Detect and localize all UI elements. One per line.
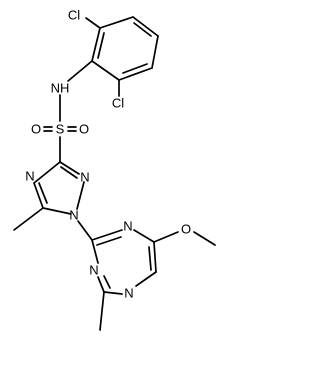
triazine-bond (135, 271, 157, 287)
ring-double-bond (97, 32, 105, 59)
oxygen-label-left: O (31, 122, 41, 137)
triazole-double-bond (38, 182, 48, 204)
triazole-double-bond (60, 166, 78, 179)
triazine-bond (97, 276, 105, 293)
ring-bond (91, 27, 101, 62)
triazole-bond (33, 161, 61, 184)
ring-bond (132, 16, 159, 37)
o-methyl-bond (193, 231, 216, 246)
triazine-n-label: N (124, 286, 133, 301)
triazine-double-bond (148, 246, 152, 271)
bond-lines (13, 16, 216, 331)
atom-labels: Cl Cl NH S O O N N N N N N O (25, 8, 191, 301)
methyl-bond (13, 207, 44, 231)
triazine-double-bond (103, 275, 111, 289)
triazine-bond (91, 239, 99, 264)
ring-double-bond (122, 63, 148, 74)
triazole-n-label: N (25, 169, 34, 184)
triazine-n-label: N (89, 263, 98, 278)
triazine-n-label: N (123, 219, 132, 234)
c-o-bond (153, 231, 179, 243)
methyl-bond (99, 291, 105, 331)
n-c-bond (77, 220, 93, 241)
triazine-bond (103, 291, 123, 295)
triazine-bond (133, 229, 155, 243)
ring-bond (91, 60, 120, 81)
ring-bond (118, 67, 153, 81)
triazole-bond (33, 182, 44, 209)
triazine-double-bond (96, 236, 122, 246)
chlorine-label-top: Cl (68, 8, 80, 23)
nh-label: NH (51, 81, 70, 96)
triazole-n-label: N (80, 170, 89, 185)
ring-bond (151, 35, 159, 69)
molecule-structure: Cl Cl NH S O O N N N N N N O (13, 8, 216, 331)
ring-double-bond (133, 22, 152, 37)
c-n-bond (67, 60, 93, 82)
triazole-bond (76, 181, 85, 210)
c-cl-bond (85, 17, 101, 29)
methoxy-oxygen-label: O (181, 222, 191, 237)
triazole-n-label: N (69, 208, 78, 223)
oxygen-label-right: O (79, 122, 89, 137)
ring-bond (99, 16, 134, 29)
chlorine-label-right: Cl (112, 96, 124, 111)
triazine-bond (91, 229, 123, 241)
triazole-bond (59, 161, 80, 175)
triazine-bond (153, 241, 157, 273)
triazole-bond (42, 207, 72, 215)
sulfur-label: S (56, 122, 65, 137)
